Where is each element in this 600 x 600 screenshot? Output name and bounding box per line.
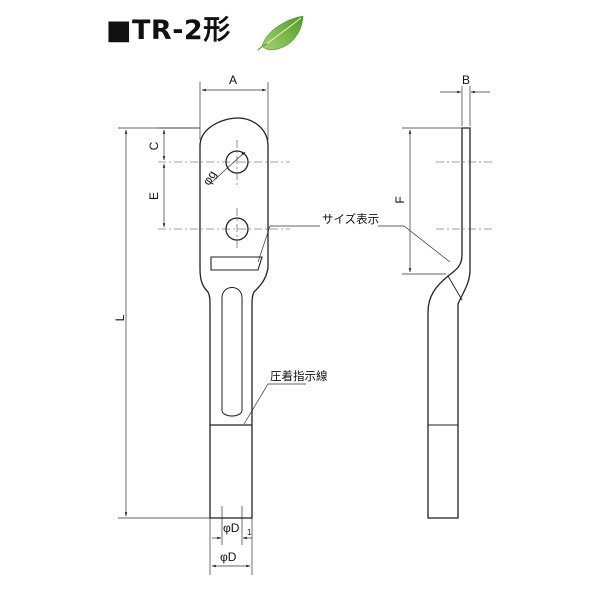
barrel-bore: [221, 287, 243, 417]
dim-e-label: E: [147, 192, 161, 200]
dimension-lines: [118, 82, 490, 575]
dim-c-label: C: [147, 141, 161, 150]
page-title: ■TR-2形: [106, 15, 231, 46]
dim-g-label: φg: [200, 168, 220, 188]
side-outline: [427, 127, 471, 519]
dim-b-label: B: [462, 73, 470, 87]
front-center-lines: [158, 140, 290, 250]
size-mark-note: サイズ表示: [322, 212, 379, 226]
dim-l-label: L: [113, 314, 127, 321]
dim-f-label: F: [393, 196, 407, 203]
leaf-icon: [257, 15, 304, 51]
terminal-outline: [199, 117, 269, 519]
dim-d-label: φD: [220, 550, 237, 564]
crimp-line-note: 圧着指示線: [270, 369, 328, 383]
dim-d1-subscript: 1: [247, 528, 252, 537]
side-view: [427, 127, 471, 519]
dim-d1-label: φD: [223, 521, 240, 535]
dim-a-label: A: [229, 73, 237, 87]
size-mark-stamp: [210, 256, 263, 271]
side-center-lines: [436, 161, 492, 230]
